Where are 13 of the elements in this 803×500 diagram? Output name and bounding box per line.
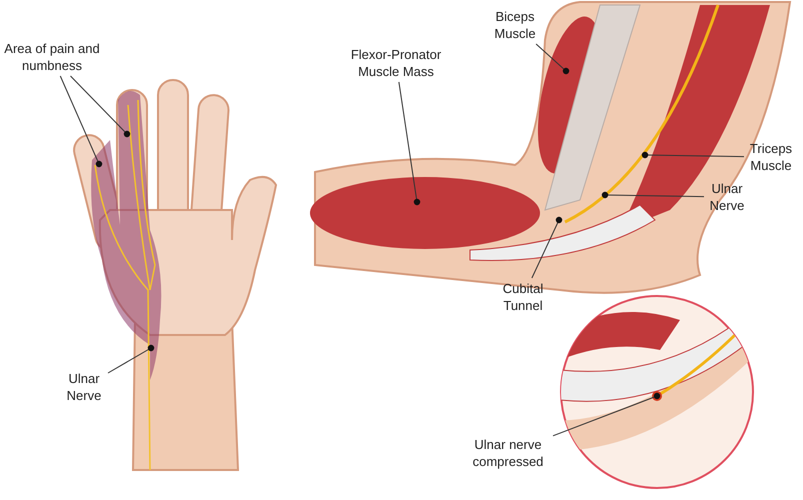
callout-label: Ulnar nerve compressed	[472, 436, 544, 470]
leader-line	[70, 76, 130, 138]
leader-line	[531, 216, 562, 278]
leader-line	[602, 192, 704, 198]
callout-label: Area of pain and numbness	[3, 40, 101, 74]
leader-line	[642, 152, 744, 158]
leader-line	[398, 82, 420, 206]
callout-label: Ulnar Nerve	[66, 370, 102, 404]
leader-line	[552, 392, 660, 436]
leader-line	[108, 344, 154, 374]
leader-line	[60, 76, 102, 168]
callout-label: Flexor-Pronator Muscle Mass	[350, 46, 442, 80]
callout-label: Biceps Muscle	[493, 8, 537, 42]
